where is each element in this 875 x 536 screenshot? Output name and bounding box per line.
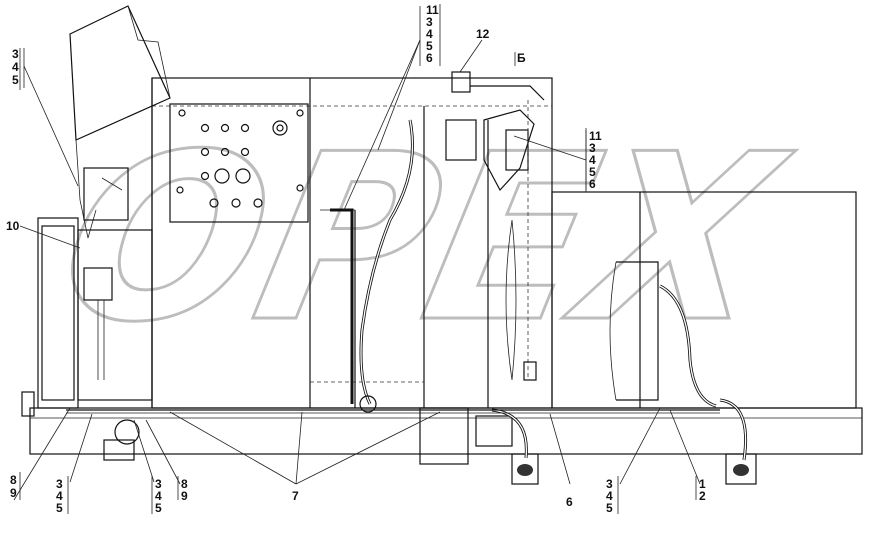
- callout-label: 4: [12, 60, 19, 74]
- callout-label: 4: [589, 153, 596, 167]
- callout-label: 9: [181, 489, 188, 503]
- callout-label: 8: [181, 477, 188, 491]
- callout-label: 5: [155, 501, 162, 515]
- callout-label: 6: [426, 51, 433, 65]
- left-unit: [37, 217, 153, 409]
- callout-6: 6: [566, 495, 573, 509]
- callout-label: 5: [426, 39, 433, 53]
- callout-bottom-345-a: 3 4 5: [56, 476, 69, 515]
- callout-label: 3: [606, 477, 613, 491]
- callout-right-mid: 11 3 4 5 6: [585, 128, 602, 192]
- callout-bottom-1-2: 1 2: [695, 476, 706, 503]
- callout-7: 7: [292, 489, 299, 503]
- callout-label: 3: [56, 477, 63, 491]
- base-frame: [21, 391, 863, 465]
- watermark: ОРЕХ: [41, 104, 806, 372]
- callout-top-left: 3 4 5: [12, 47, 25, 88]
- callout-label: 5: [12, 73, 19, 87]
- callout-bottom-8-9-left: 8 9: [10, 472, 21, 500]
- callout-label: 3: [426, 15, 433, 29]
- callout-label: 4: [155, 489, 162, 503]
- callout-12: 12: [476, 27, 490, 41]
- callout-label: 4: [56, 489, 63, 503]
- callout-label: 5: [606, 501, 613, 515]
- callout-bottom-345-c: 3 4 5: [606, 476, 619, 515]
- callout-label: 6: [589, 177, 596, 191]
- callout-label: 1: [699, 477, 706, 491]
- callout-label: 8: [10, 473, 17, 487]
- control-panel: [169, 103, 309, 223]
- callout-label: 11: [589, 129, 602, 143]
- callout-label: 3: [12, 47, 19, 61]
- callout-label: 11: [426, 3, 439, 17]
- callout-label: 3: [589, 141, 596, 155]
- callout-label: 5: [56, 501, 63, 515]
- callout-label: 4: [606, 489, 613, 503]
- hoses: [66, 119, 748, 461]
- callout-bottom-345-b: 3 4 5: [151, 476, 162, 515]
- callout-label: 4: [426, 27, 433, 41]
- callout-label: 5: [589, 165, 596, 179]
- callout-label: 9: [10, 486, 17, 500]
- section-mark: Б: [517, 51, 526, 65]
- callout-top-mid: 11 3 4 5 6: [426, 3, 441, 66]
- callout-label: 3: [155, 477, 162, 491]
- right-enclosure: [551, 191, 857, 409]
- callout-label: 2: [699, 489, 706, 503]
- valve-group: [445, 71, 545, 381]
- raised-lid: [69, 5, 171, 239]
- callout-bottom-8-9-right: 8 9: [177, 476, 188, 503]
- callout-10: 10: [6, 219, 20, 233]
- mount-feet: [103, 419, 757, 485]
